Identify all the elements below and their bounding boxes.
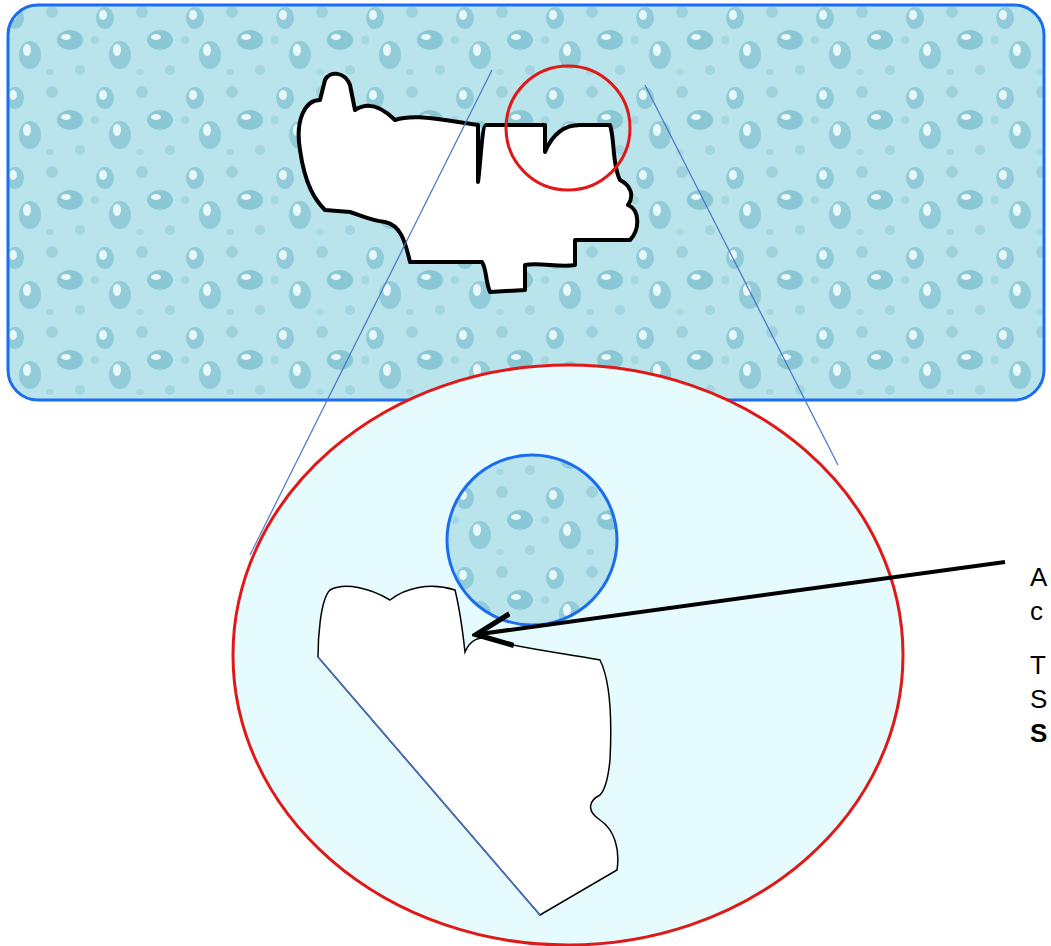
- zoom-view: [233, 365, 903, 945]
- water-circle: [447, 455, 617, 625]
- note-text: c: [1030, 596, 1043, 626]
- note-text: S: [1030, 718, 1047, 748]
- note-text: T: [1030, 650, 1046, 680]
- cut-line: [318, 657, 540, 915]
- zoom-circle: [506, 66, 630, 190]
- pointer-arrow: [480, 562, 1005, 634]
- water-region: [8, 5, 1044, 400]
- note-text: A: [1030, 562, 1047, 592]
- solid-particle: [299, 74, 638, 292]
- note-text: S: [1030, 684, 1047, 714]
- particle-detail: [318, 586, 618, 915]
